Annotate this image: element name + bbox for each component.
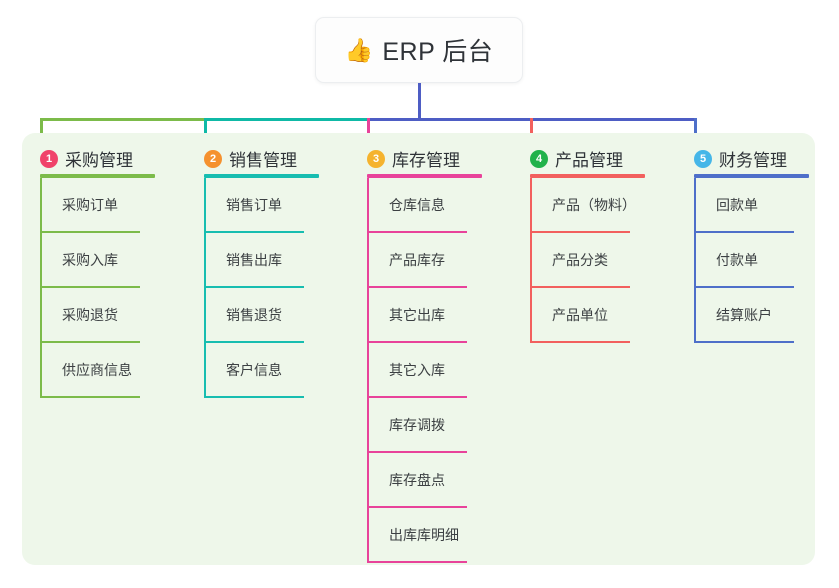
branch-header-underline bbox=[40, 174, 155, 178]
branch-title: 库存管理 bbox=[392, 151, 460, 170]
leaf-item-underline bbox=[367, 286, 467, 288]
branch-panel: 1 采购管理采购订单采购入库采购退货供应商信息 2 销售管理销售订单销售出库销售退货客… bbox=[22, 133, 815, 565]
leaf-item-label: 采购退货 bbox=[62, 307, 118, 323]
branch-header-1[interactable]: 1 采购管理 bbox=[40, 146, 133, 171]
leaf-item-label: 出库库明细 bbox=[389, 527, 459, 543]
branch-header-underline bbox=[204, 174, 319, 178]
leaf-item-underline bbox=[367, 451, 467, 453]
leaf-item-label: 供应商信息 bbox=[62, 362, 132, 378]
leaf-item-underline bbox=[694, 341, 794, 343]
leaf-item-underline bbox=[40, 341, 140, 343]
leaf-item-label: 其它出库 bbox=[389, 307, 445, 323]
branch-header-5[interactable]: 5 财务管理 bbox=[694, 146, 787, 171]
leaf-item-underline bbox=[530, 286, 630, 288]
root-node-label: ERP 后台 bbox=[382, 38, 494, 66]
leaf-item-label: 销售出库 bbox=[226, 252, 282, 268]
branch-header-underline bbox=[694, 174, 809, 178]
branch-header-underline bbox=[367, 174, 482, 178]
branch-spine bbox=[694, 178, 696, 343]
leaf-item-label: 结算账户 bbox=[716, 307, 772, 323]
leaf-item-label: 产品（物料） bbox=[552, 197, 636, 213]
leaf-item-underline bbox=[204, 286, 304, 288]
branch-title: 产品管理 bbox=[555, 151, 623, 170]
bus-segment-1 bbox=[41, 118, 205, 121]
branch-spine bbox=[204, 178, 206, 398]
branch-number-badge: 4 bbox=[530, 149, 548, 168]
leaf-item-label: 库存盘点 bbox=[389, 472, 445, 488]
leaf-item-label: 客户信息 bbox=[226, 362, 282, 378]
branch-header-underline bbox=[530, 174, 645, 178]
leaf-item-label: 销售订单 bbox=[226, 197, 282, 213]
branch-header-4[interactable]: 4 产品管理 bbox=[530, 146, 623, 171]
leaf-item-label: 采购入库 bbox=[62, 252, 118, 268]
leaf-item-underline bbox=[204, 396, 304, 398]
branch-spine bbox=[367, 178, 369, 563]
leaf-item-label: 仓库信息 bbox=[389, 197, 445, 213]
branch-number-badge: 5 bbox=[694, 149, 712, 168]
branch-title: 销售管理 bbox=[229, 151, 297, 170]
leaf-item-label: 产品库存 bbox=[389, 252, 445, 268]
branch-number-badge: 2 bbox=[204, 149, 222, 168]
root-node[interactable]: 👍 ERP 后台 bbox=[315, 17, 523, 83]
branch-title: 财务管理 bbox=[719, 151, 787, 170]
leaf-item-label: 其它入库 bbox=[389, 362, 445, 378]
leaf-item-underline bbox=[367, 506, 467, 508]
branch-spine bbox=[530, 178, 532, 343]
branch-spine bbox=[40, 178, 42, 398]
leaf-item-underline bbox=[367, 396, 467, 398]
leaf-item-label: 销售退货 bbox=[226, 307, 282, 323]
branch-number-badge: 1 bbox=[40, 149, 58, 168]
leaf-item-underline bbox=[204, 231, 304, 233]
thumbs-up-icon: 👍 bbox=[344, 36, 374, 63]
leaf-item-label: 回款单 bbox=[716, 197, 758, 213]
bus-segment-2 bbox=[205, 118, 368, 121]
leaf-item-underline bbox=[40, 396, 140, 398]
leaf-item-label: 产品单位 bbox=[552, 307, 608, 323]
leaf-item-underline bbox=[367, 231, 467, 233]
leaf-item-underline bbox=[367, 561, 467, 563]
leaf-item-underline bbox=[204, 341, 304, 343]
leaf-item-underline bbox=[40, 231, 140, 233]
leaf-item-underline bbox=[367, 341, 467, 343]
leaf-item-underline bbox=[530, 341, 630, 343]
leaf-item-label: 付款单 bbox=[716, 252, 758, 268]
root-stem bbox=[418, 83, 421, 121]
branch-header-3[interactable]: 3 库存管理 bbox=[367, 146, 460, 171]
branch-number-badge: 3 bbox=[367, 149, 385, 168]
leaf-item-label: 采购订单 bbox=[62, 197, 118, 213]
leaf-item-underline bbox=[530, 231, 630, 233]
leaf-item-label: 产品分类 bbox=[552, 252, 608, 268]
leaf-item-underline bbox=[694, 231, 794, 233]
leaf-item-underline bbox=[694, 286, 794, 288]
leaf-item-label: 库存调拨 bbox=[389, 417, 445, 433]
branch-header-2[interactable]: 2 销售管理 bbox=[204, 146, 297, 171]
leaf-item-underline bbox=[40, 286, 140, 288]
branch-title: 采购管理 bbox=[65, 151, 133, 170]
